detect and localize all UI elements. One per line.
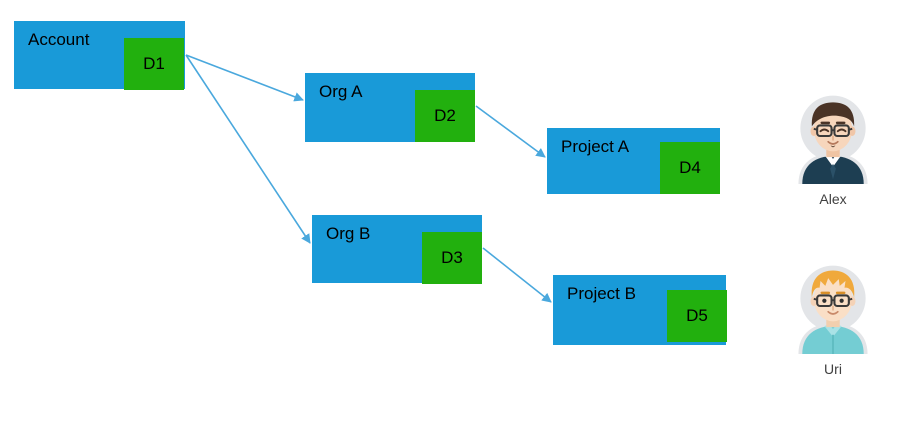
node-org-a-label: Org A: [319, 82, 363, 101]
node-account[interactable]: Account D1: [14, 21, 189, 93]
person-uri-name: Uri: [824, 361, 842, 377]
node-project-b-badge-label: D5: [686, 306, 708, 325]
edge-org-a-to-project-a: [475, 105, 546, 158]
node-project-b-badge-d5[interactable]: D5: [667, 290, 727, 342]
node-org-b-label: Org B: [326, 224, 371, 243]
node-org-a-badge-d2[interactable]: D2: [415, 90, 475, 142]
node-project-a[interactable]: Project A D4: [547, 128, 725, 198]
person-avatar-blonde-hair-glasses-icon: [798, 265, 868, 354]
person-uri[interactable]: Uri: [778, 258, 888, 378]
node-project-a-label: Project A: [561, 137, 630, 156]
node-project-a-badge-d4[interactable]: D4: [660, 142, 720, 194]
node-account-badge-label: D1: [143, 54, 165, 73]
person-alex[interactable]: Alex: [778, 88, 888, 208]
node-org-b-badge-label: D3: [441, 248, 463, 267]
person-avatar-dark-hair-glasses-icon: [798, 95, 868, 184]
person-alex-name: Alex: [819, 191, 847, 207]
node-account-badge-d1[interactable]: D1: [124, 38, 184, 90]
node-project-b[interactable]: Project B D5: [553, 275, 731, 347]
edge-org-b-to-project-b: [482, 247, 552, 303]
edge-account-to-org-b: [185, 54, 311, 244]
edge-account-to-org-a: [185, 54, 304, 102]
node-org-b-badge-d3[interactable]: D3: [422, 232, 482, 284]
node-project-b-label: Project B: [567, 284, 636, 303]
node-org-a[interactable]: Org A D2: [305, 73, 480, 145]
node-project-a-badge-label: D4: [679, 158, 701, 177]
node-org-a-badge-label: D2: [434, 106, 456, 125]
node-org-b[interactable]: Org B D3: [312, 215, 487, 287]
node-account-label: Account: [28, 30, 90, 49]
